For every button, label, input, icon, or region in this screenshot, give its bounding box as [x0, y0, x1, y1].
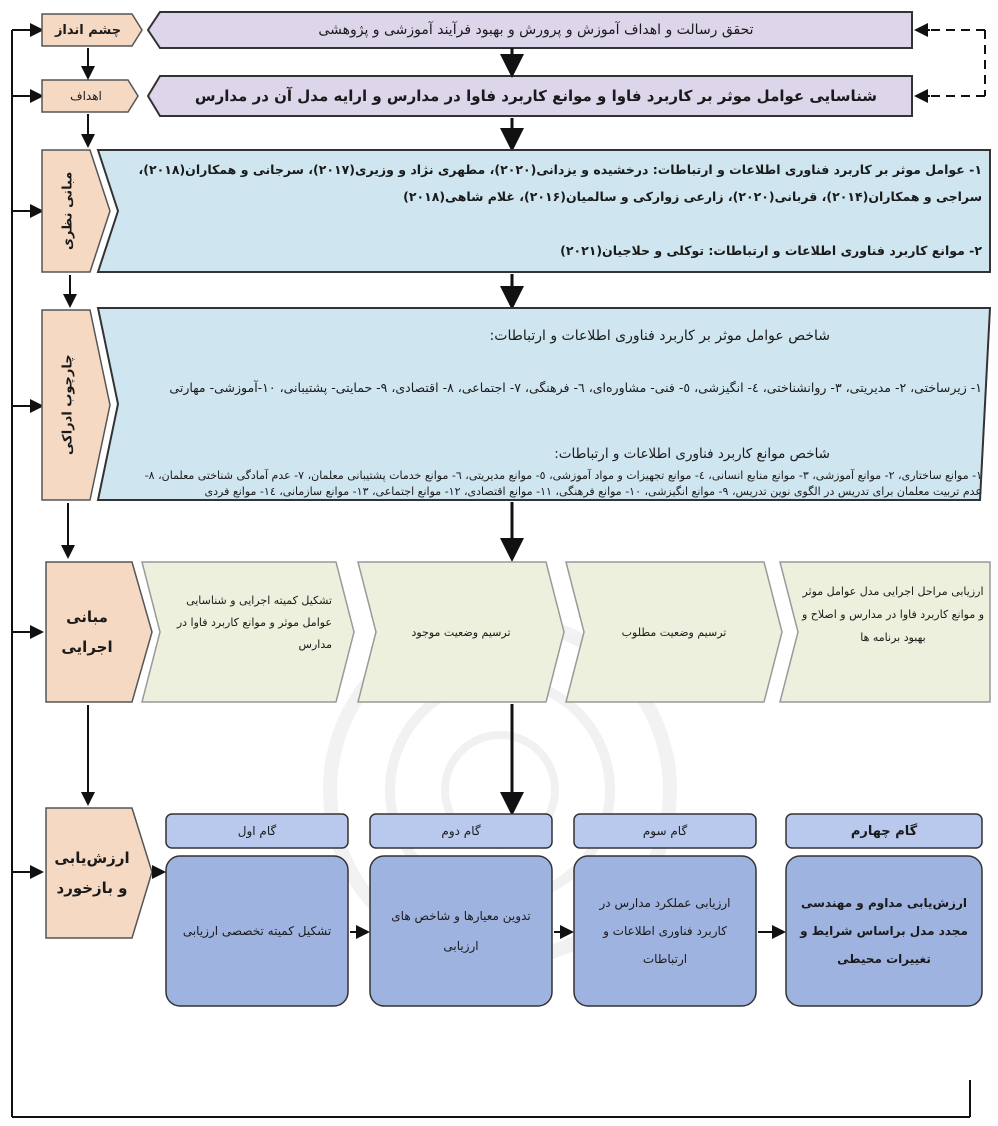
- conceptual-label-shape: [41, 309, 111, 501]
- left-column-arrows: [61, 48, 95, 806]
- goals-text: شناسایی عوامل موثر بر کاربرد فاوا و موان…: [194, 87, 878, 105]
- conceptual-label: چارچوب ادراکی: [60, 354, 76, 456]
- eval-step-3-body: ارزیابی عملکرد مدارس در کاربرد فناوری اط…: [599, 896, 731, 966]
- theory-text-2: ۲- موانع کاربرد فناوری اطلاعات و ارتباطا…: [560, 243, 982, 258]
- eval-step-2-body: تدوین معیارها و شاخص های ارزیابی: [391, 909, 531, 953]
- conceptual-title-2: شاخص موانع کاربرد فناوری اطلاعات و ارتبا…: [554, 446, 830, 462]
- eval-step-3-head-shape: [573, 813, 757, 849]
- eval-step-4-body: ارزش‌یابی مداوم و مهندسی مجدد مدل براساس…: [800, 896, 968, 966]
- exec-step-1-shape: [141, 561, 355, 703]
- vision-text: تحقق رسالت و اهداف آموزش و پرورش و بهبود…: [318, 22, 754, 38]
- executive-label: مبانی اجرایی: [61, 608, 113, 656]
- vision-box-shape: [146, 11, 913, 49]
- eval-step-1-head: گام اول: [237, 824, 277, 838]
- exec-step-4-text: ارزیابی مراحل اجرایی مدل عوامل موثر و مو…: [801, 585, 985, 644]
- goals-box-shape: [146, 75, 913, 117]
- theory-label-shape: [41, 149, 111, 273]
- eval-step-4-head: گام چهارم: [850, 823, 918, 839]
- exec-step-1-text: تشکیل کمیته اجرایی و شناسایی عوامل موثر …: [176, 594, 332, 651]
- theory-text-1: ۱- عوامل موثر بر کاربرد فناوری اطلاعات و…: [138, 162, 982, 204]
- exec-step-4-shape: [779, 561, 991, 703]
- eval-step-4-head-shape: [785, 813, 983, 849]
- goals-label: اهداف: [70, 89, 102, 103]
- eval-step-3-head: گام سوم: [642, 824, 688, 838]
- exec-step-2-text: ترسیم وضعیت موجود: [411, 625, 511, 639]
- theory-label: مبانی نظری: [60, 171, 76, 251]
- exec-step-3-text: ترسیم وضعیت مطلوب: [621, 625, 727, 639]
- eval-step-2-head: گام دوم: [441, 824, 481, 838]
- conceptual-text-1: ۱- زیرساختی، ۲- مدیریتی، ۳- روانشناختی، …: [169, 380, 982, 395]
- executive-label-shape: [45, 561, 153, 703]
- eval-step-4-body-shape: [785, 855, 983, 1007]
- eval-step-2-body-shape: [369, 855, 553, 1007]
- eval-step-1-body: تشکیل کمیته تخصصی ارزیابی: [182, 924, 332, 938]
- conceptual-text-2: ۱- موانع ساختاری، ۲- موانع آموزشی، ۳- مو…: [144, 469, 982, 498]
- conceptual-box-shape: [96, 307, 992, 501]
- dashed-feedback-loop: [921, 29, 986, 97]
- exec-step-3-shape: [565, 561, 783, 703]
- eval-step-1-head-shape: [165, 813, 349, 849]
- feedback-loop-line: [11, 23, 971, 1118]
- theory-box-shape: [96, 149, 991, 273]
- evaluation-label: ارزش‌یابی و بازخورد: [54, 849, 130, 897]
- eval-step-1-body-shape: [165, 855, 349, 1007]
- goals-label-shape: [41, 79, 139, 113]
- evaluation-arrows: [152, 865, 786, 939]
- eval-step-2-head-shape: [369, 813, 553, 849]
- conceptual-title-1: شاخص عوامل موثر بر کاربرد فناوری اطلاعات…: [489, 328, 830, 344]
- vision-label: چشم انداز: [54, 22, 122, 38]
- exec-step-2-shape: [357, 561, 565, 703]
- eval-step-3-body-shape: [573, 855, 757, 1007]
- vision-label-shape: [41, 13, 143, 47]
- evaluation-label-shape: [45, 807, 153, 939]
